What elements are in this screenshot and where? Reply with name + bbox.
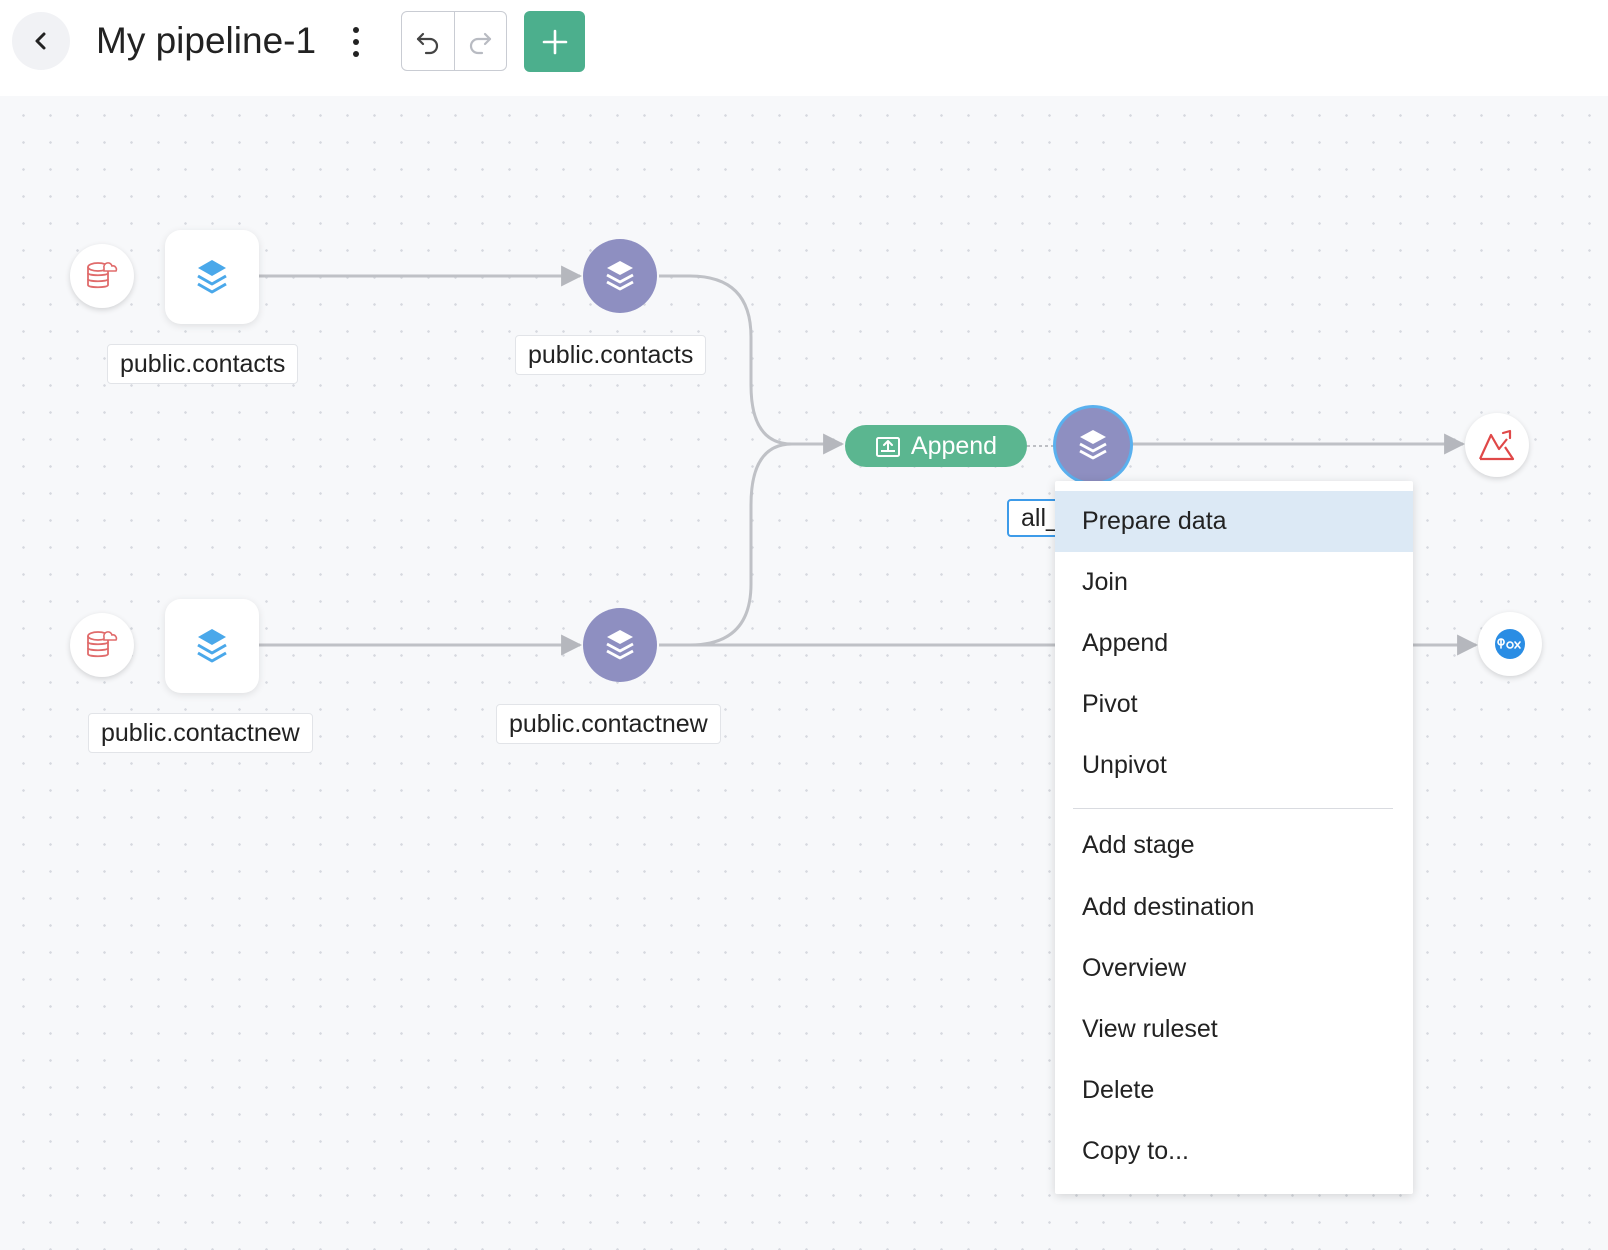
source-label-1[interactable]: public.contacts xyxy=(107,344,299,384)
menu-item-add-destination[interactable]: Add destination xyxy=(1082,893,1255,921)
analytics-chart-icon xyxy=(1479,429,1515,461)
redo-icon xyxy=(470,32,492,55)
menu-item-add-stage[interactable]: Add stage xyxy=(1082,831,1195,859)
layers-icon xyxy=(197,629,227,663)
append-transform-node[interactable]: Append xyxy=(845,425,1027,467)
menu-item-unpivot[interactable]: Unpivot xyxy=(1082,751,1167,779)
layers-icon xyxy=(197,260,227,294)
chevron-left-icon xyxy=(35,32,46,50)
undo-icon xyxy=(416,32,438,55)
output-stage-node[interactable] xyxy=(1056,408,1130,482)
source-dataset-node-1[interactable] xyxy=(165,230,259,324)
menu-item-prepare-data[interactable]: Prepare data xyxy=(1055,491,1413,552)
destination-node-analytics[interactable] xyxy=(1465,413,1529,477)
layers-icon xyxy=(606,261,634,291)
menu-item-copy-to[interactable]: Copy to... xyxy=(1082,1137,1189,1165)
undo-redo-group xyxy=(401,11,507,71)
menu-separator xyxy=(1073,808,1393,809)
more-options-button[interactable] xyxy=(340,20,372,64)
undo-button[interactable] xyxy=(402,12,454,70)
box-logo-icon xyxy=(1495,629,1525,659)
stage-node-2[interactable] xyxy=(583,608,657,682)
menu-item-join[interactable]: Join xyxy=(1082,568,1128,596)
menu-item-append[interactable]: Append xyxy=(1082,629,1169,657)
destination-node-box[interactable] xyxy=(1478,612,1542,676)
append-node-label: Append xyxy=(910,431,998,460)
source-dataset-node-2[interactable] xyxy=(165,599,259,693)
node-context-menu: Prepare data Join Append Pivot Unpivot A… xyxy=(1055,481,1413,1194)
menu-item-pivot[interactable]: Pivot xyxy=(1082,690,1138,718)
menu-item-view-ruleset[interactable]: View ruleset xyxy=(1082,1015,1218,1043)
layers-icon xyxy=(606,630,634,660)
back-button[interactable] xyxy=(12,12,70,70)
redo-button[interactable] xyxy=(453,12,507,70)
top-bar: My pipeline-1 xyxy=(0,0,1608,96)
pipeline-title: My pipeline-1 xyxy=(96,20,317,61)
menu-item-overview[interactable]: Overview xyxy=(1082,954,1187,982)
append-icon xyxy=(875,437,900,457)
stage-node-1[interactable] xyxy=(583,239,657,313)
plus-icon xyxy=(542,29,567,54)
add-button[interactable] xyxy=(524,11,585,72)
source-node-database-1[interactable] xyxy=(70,244,134,308)
cloud-database-icon xyxy=(87,262,118,289)
stage-label-2[interactable]: public.contactnew xyxy=(496,704,721,744)
kebab-icon xyxy=(353,27,359,57)
stage-label-1[interactable]: public.contacts xyxy=(515,335,707,375)
source-node-database-2[interactable] xyxy=(70,613,134,677)
layers-icon xyxy=(1079,430,1107,460)
cloud-database-icon xyxy=(87,631,118,658)
menu-item-delete[interactable]: Delete xyxy=(1082,1076,1155,1104)
source-label-2[interactable]: public.contactnew xyxy=(88,713,313,753)
